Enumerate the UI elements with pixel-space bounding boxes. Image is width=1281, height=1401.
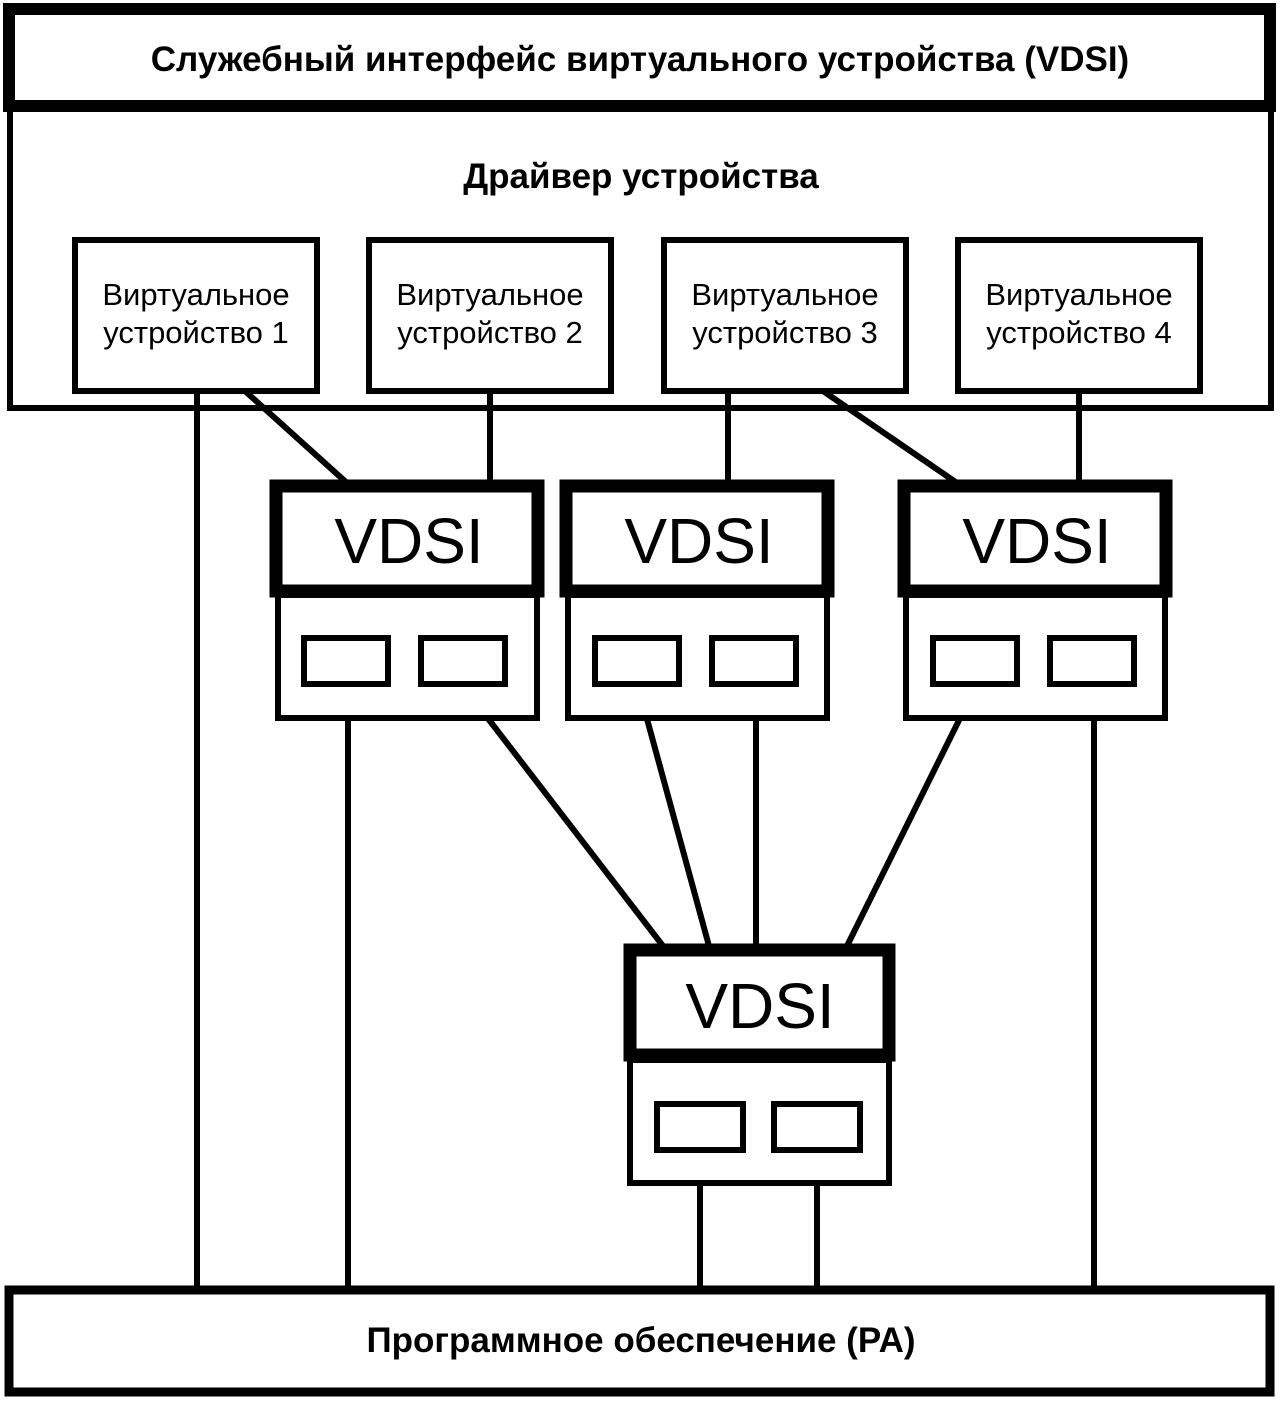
vdsi-port-1	[592, 635, 682, 687]
connector-vdsi3-port1-to-vdsi4	[844, 684, 979, 948]
vdsi-block-4: VDSI	[623, 943, 896, 1186]
top-vdsi-interface-bar: Служебный интерфейс виртуального устройс…	[3, 3, 1276, 112]
vdsi-block-2: VDSI	[559, 479, 835, 721]
vdsi-port-2	[709, 635, 799, 687]
connector-vd1-to-vdsi1	[242, 388, 350, 486]
top-bar-frame	[3, 3, 1276, 112]
vdsi-label: VDSI	[334, 505, 483, 577]
virtual-device-3: Виртуальное устройство 3	[661, 237, 909, 394]
virtual-device-1: Виртуальное устройство 1	[72, 237, 320, 394]
vdsi-port-2	[771, 1101, 863, 1153]
vdsi-label: VDSI	[685, 970, 834, 1042]
connector-vdsi2-port1-to-vdsi4	[635, 685, 712, 947]
connector-vdsi1-port2-to-vdsi4	[460, 684, 666, 948]
virtual-device-label-line1: Виртуальное	[985, 277, 1172, 312]
virtual-device-4: Виртуальное устройство 4	[955, 237, 1203, 394]
vdsi-header-frame	[559, 479, 835, 598]
vdsi-label: VDSI	[624, 505, 773, 577]
vdsi-header-frame	[897, 479, 1173, 598]
software-pa-bar: Программное обеспечение (PA)	[4, 1285, 1275, 1397]
vdsi-block-1: VDSI	[269, 479, 545, 721]
virtual-device-label-line1: Виртуальное	[691, 277, 878, 312]
vdsi-header-frame	[623, 943, 896, 1062]
vdsi-label: VDSI	[962, 505, 1111, 577]
virtual-device-frame	[661, 237, 909, 394]
virtual-device-label-line2: устройство 1	[103, 315, 289, 350]
vdsi-port-1	[930, 635, 1020, 687]
vdsi-port-2	[1047, 635, 1137, 687]
bottom-bar-label: Программное обеспечение (PA)	[367, 1321, 916, 1360]
virtual-device-label-line2: устройство 3	[692, 315, 878, 350]
vdsi-port-1	[654, 1101, 746, 1153]
driver-frame	[7, 112, 1274, 411]
connection-lines	[194, 388, 1097, 1286]
connector-vd3-to-vdsi3	[821, 388, 959, 486]
bottom-bar-frame	[4, 1285, 1275, 1397]
virtual-device-2: Виртуальное устройство 2	[366, 237, 614, 394]
virtual-device-label-line2: устройство 2	[397, 315, 583, 350]
vdsi-port-2	[418, 635, 508, 687]
virtual-device-label-line1: Виртуальное	[102, 277, 289, 312]
device-driver-container: Драйвер устройства Виртуальное устройств…	[7, 112, 1274, 411]
vdsi-block-3: VDSI	[897, 479, 1173, 721]
top-bar-label: Служебный интерфейс виртуального устройс…	[151, 40, 1129, 79]
virtual-device-label-line1: Виртуальное	[396, 277, 583, 312]
vdsi-port-1	[301, 635, 391, 687]
virtual-device-label-line2: устройство 4	[986, 315, 1172, 350]
driver-title: Драйвер устройства	[463, 157, 819, 196]
vdsi-header-frame	[269, 479, 545, 598]
